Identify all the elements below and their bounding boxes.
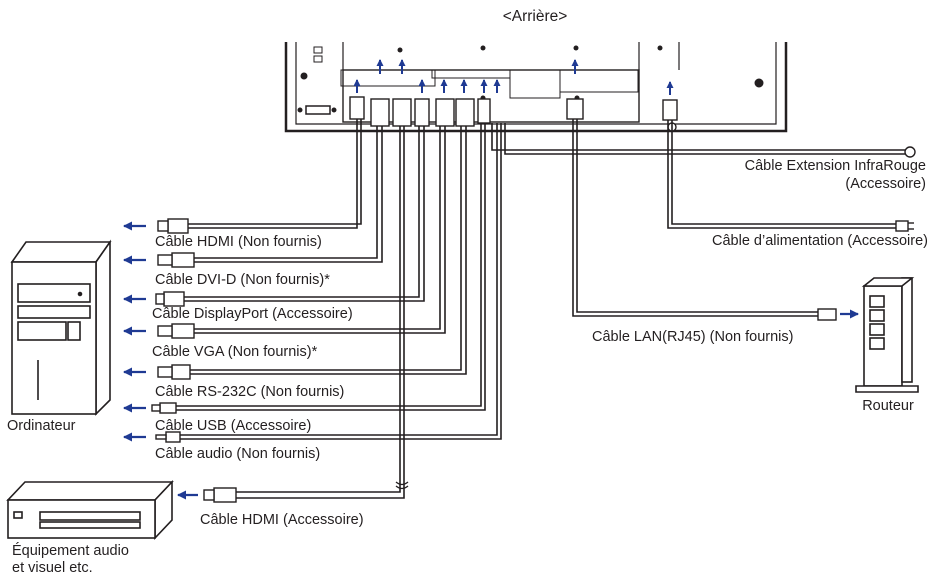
monitor-rear-panel: [284, 42, 788, 133]
port-arrows: [353, 59, 674, 95]
label-lan: Câble LAN(RJ45) (Non fournis): [592, 329, 794, 345]
label-router: Routeur: [862, 398, 914, 414]
rear-title: <Arrière>: [502, 8, 568, 25]
cable-plugs: [151, 146, 916, 503]
av-equipment: [6, 479, 174, 541]
label-av-line2: et visuel etc.: [12, 560, 93, 576]
label-vga: Câble VGA (Non fournis)*: [152, 344, 318, 360]
cable-paths: [176, 119, 905, 499]
label-dvi: Câble DVI-D (Non fournis)*: [155, 272, 330, 288]
label-ir-line2: (Accessoire): [845, 176, 926, 192]
label-displayport: Câble DisplayPort (Accessoire): [152, 306, 353, 322]
label-ir-line1: Câble Extension InfraRouge: [744, 158, 926, 174]
label-hdmi-pc: Câble HDMI (Non fournis): [155, 234, 322, 250]
label-usb: Câble USB (Accessoire): [155, 418, 312, 434]
label-hdmi-av: Câble HDMI (Accessoire): [200, 512, 364, 528]
panel-connectors: [349, 96, 678, 132]
label-power: Câble d’alimentation (Accessoire): [712, 233, 928, 249]
panel-left-details: [297, 46, 764, 115]
label-rs232c: Câble RS-232C (Non fournis): [155, 384, 345, 400]
label-av-line1: Équipement audio: [12, 543, 129, 559]
router: [855, 277, 919, 393]
label-computer: Ordinateur: [7, 418, 76, 434]
device-arrows: [123, 221, 859, 500]
computer-tower: [10, 239, 112, 416]
label-audio: Câble audio (Non fournis): [155, 446, 321, 462]
cable-break-marks: [395, 481, 409, 490]
